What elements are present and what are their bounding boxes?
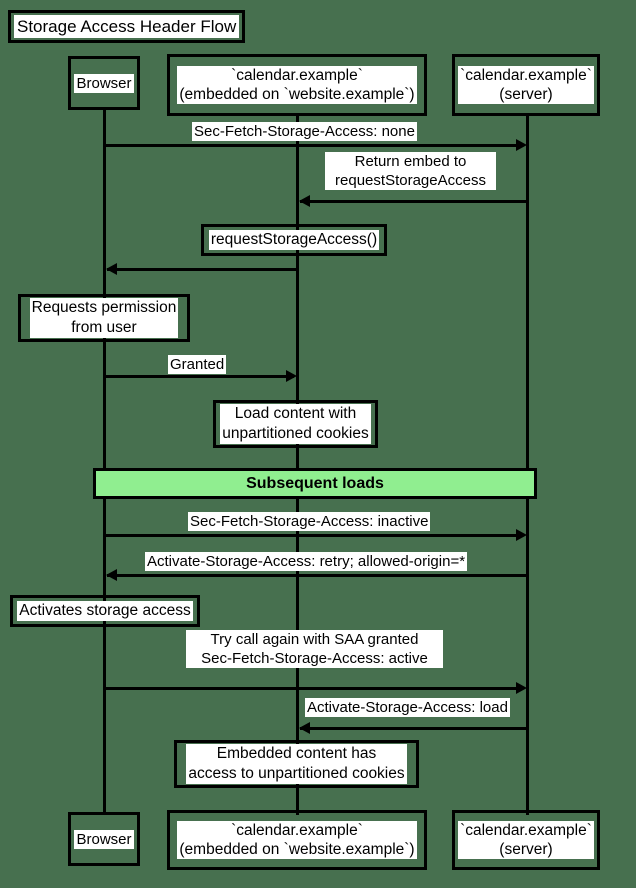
section-band-subsequent-loads-label: Subsequent loads [246,474,384,492]
arrow-head-rsa-call [106,263,117,275]
message-label-granted: Granted [168,355,227,374]
message-line-sec-fetch-inactive [104,534,523,537]
arrow-head-sec-fetch-none [516,139,527,151]
message-line-granted [104,375,294,378]
participant-server-top[interactable]: `calendar.example` (server) [452,54,600,116]
arrow-head-activate-retry [106,569,117,581]
message-label-activate-load: Activate-Storage-Access: load [305,698,510,717]
lifeline-browser [103,110,106,815]
participant-server-bottom[interactable]: `calendar.example` (server) [452,810,600,870]
message-line-sec-fetch-none [104,144,523,147]
note-activates-storage-access-text: Activates storage access [17,601,193,621]
diagram-title: Storage Access Header Flow [14,15,240,38]
arrow-head-return-embed [299,195,310,207]
participant-embed-bottom[interactable]: `calendar.example` (embedded on `website… [167,810,427,870]
message-label-sec-fetch-inactive: Sec-Fetch-Storage-Access: inactive [188,512,431,531]
participant-browser-bottom[interactable]: Browser [68,812,140,866]
participant-browser-top-label: Browser [74,73,134,93]
message-label-return-embed: Return embed to requestStorageAccess [325,152,496,190]
participant-embed-top[interactable]: `calendar.example` (embedded on `website… [167,54,427,116]
diagram-title-box: Storage Access Header Flow [8,10,246,43]
message-line-activate-load [300,727,527,730]
participant-browser-top[interactable]: Browser [68,56,140,110]
lifeline-embed [296,116,299,815]
message-label-activate-retry: Activate-Storage-Access: retry; allowed-… [145,552,468,571]
note-embedded-content-access: Embedded content has access to unpartiti… [174,740,419,788]
participant-embed-top-label: `calendar.example` (embedded on `website… [177,66,417,104]
message-label-sec-fetch-none: Sec-Fetch-Storage-Access: none [192,122,417,141]
participant-server-top-label: `calendar.example` (server) [458,66,594,104]
arrow-head-try-again-saa [516,682,527,694]
message-line-return-embed [300,200,527,203]
message-line-try-again-saa [104,687,523,690]
arrow-head-sec-fetch-inactive [516,529,527,541]
note-requests-permission-text: Requests permission from user [29,298,179,338]
note-requests-permission: Requests permission from user [18,294,190,342]
participant-embed-bottom-label: `calendar.example` (embedded on `website… [177,821,417,859]
participant-server-bottom-label: `calendar.example` (server) [458,821,594,859]
note-load-content-text: Load content with unpartitioned cookies [220,404,371,444]
section-band-subsequent-loads: Subsequent loads [93,468,537,499]
arrow-head-granted [286,370,297,382]
note-activates-storage-access: Activates storage access [10,595,200,627]
message-line-activate-retry [107,574,527,577]
message-label-try-again-saa: Try call again with SAA granted Sec-Fetc… [186,630,443,668]
note-request-storage-access-text: requestStorageAccess() [208,230,380,250]
participant-browser-bottom-label: Browser [74,829,134,849]
note-load-content: Load content with unpartitioned cookies [213,400,378,448]
note-request-storage-access: requestStorageAccess() [201,224,387,256]
message-line-rsa-call [107,268,297,271]
arrow-head-activate-load [299,722,310,734]
lifeline-server [526,116,529,815]
note-embedded-content-access-text: Embedded content has access to unpartiti… [186,744,407,784]
